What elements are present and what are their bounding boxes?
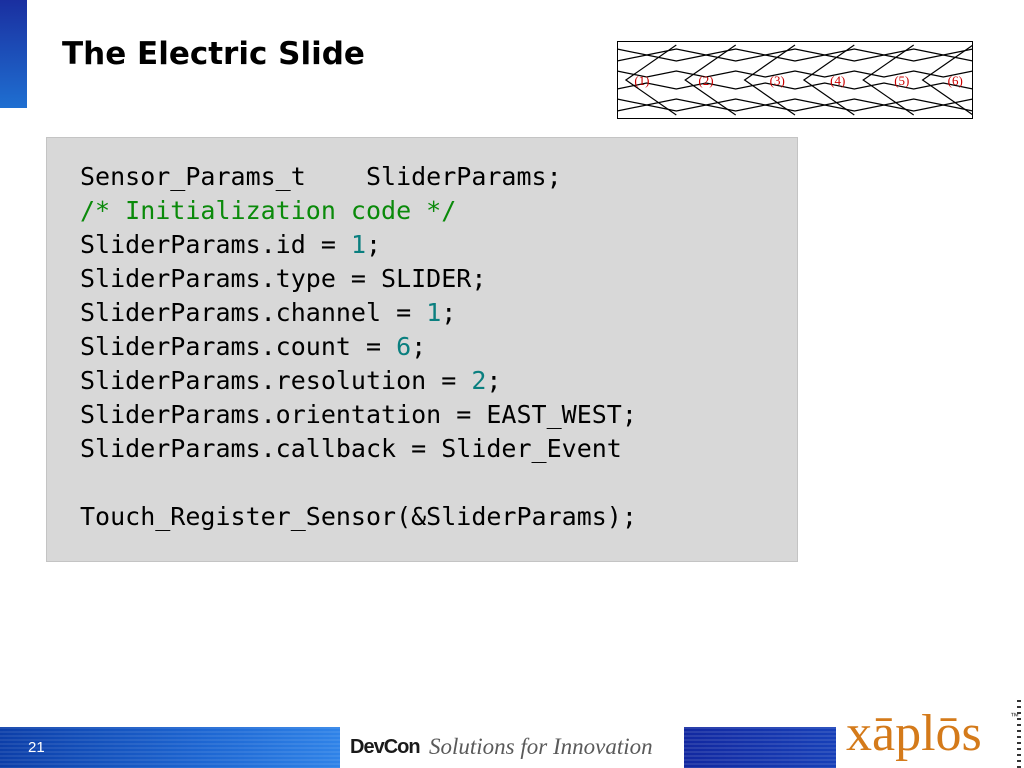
code-token: SliderParams.orientation = EAST_WEST; [80, 400, 637, 429]
electrode-chevron [802, 44, 855, 116]
electrode-zigzag [617, 98, 973, 106]
footer-blue-band-right [684, 727, 836, 768]
devcon-logo-text: DevCon [350, 736, 421, 758]
electrode-chevron [624, 44, 677, 116]
slider-electrode-diagram: (1) (2) (3) (4) (5) (6) [617, 41, 973, 119]
segment-label: (1) [634, 73, 649, 88]
electrode-zigzag [617, 82, 973, 90]
code-lines: Sensor_Params_t SliderParams; /* Initiali… [80, 160, 637, 534]
code-line: /* Initialization code */ [80, 194, 637, 228]
code-token: 6 [396, 332, 412, 361]
code-line: Touch_Register_Sensor(&SliderParams); [80, 500, 637, 534]
code-token: SliderParams.callback = Slider_Event [80, 434, 622, 463]
devcon-logo: DevCon [350, 736, 421, 759]
page-number: 21 [28, 739, 45, 756]
electrode-chevron [684, 44, 737, 116]
code-line: SliderParams.resolution = 2; [80, 364, 637, 398]
electrode-zigzag [617, 48, 973, 56]
segment-label: (6) [948, 73, 963, 88]
code-token: ; [366, 230, 382, 259]
code-token: ; [441, 298, 457, 327]
trademark-symbol: ™ [1010, 711, 1019, 721]
code-token: Touch_Register_Sensor(&SliderParams); [80, 502, 637, 531]
xaplos-logo: xāplōs [846, 705, 982, 762]
code-token: SliderParams.type = SLIDER; [80, 264, 487, 293]
footer-branding: DevCon Solutions for Innovation [342, 727, 684, 768]
code-line: SliderParams.type = SLIDER; [80, 262, 637, 296]
code-token: SliderParams.id = [80, 230, 351, 259]
code-line: Sensor_Params_t SliderParams; [80, 160, 637, 194]
slide-title: The Electric Slide [62, 36, 365, 72]
electrode-chevron [921, 44, 973, 116]
code-token: SliderParams.resolution = [80, 366, 472, 395]
electrode-zigzag [617, 104, 973, 112]
code-block: Sensor_Params_t SliderParams; /* Initiali… [46, 137, 798, 562]
code-token: Sensor_Params_t SliderParams; [80, 162, 562, 191]
electrode-zigzag [617, 70, 973, 78]
electrode-chevron [743, 44, 796, 116]
footer-tagline: Solutions for Innovation [429, 734, 653, 759]
code-token: ; [486, 366, 502, 395]
code-token: 2 [471, 366, 487, 395]
code-line: SliderParams.id = 1; [80, 228, 637, 262]
code-line [80, 466, 637, 500]
code-token: SliderParams.channel = [80, 298, 427, 327]
footer-blue-band: 21 [0, 727, 340, 768]
electrode-chevron [862, 44, 915, 116]
segment-label: (4) [830, 73, 845, 88]
code-token: 1 [350, 230, 366, 259]
code-token: ; [411, 332, 427, 361]
segment-label: (5) [894, 73, 909, 88]
code-token: 1 [426, 298, 442, 327]
code-line: SliderParams.orientation = EAST_WEST; [80, 398, 637, 432]
segment-label: (2) [698, 73, 713, 88]
dotted-divider [1017, 700, 1021, 768]
code-line: SliderParams.callback = Slider_Event [80, 432, 637, 466]
code-line: SliderParams.count = 6; [80, 330, 637, 364]
electrode-zigzag [617, 54, 973, 62]
code-token: SliderParams.count = [80, 332, 397, 361]
code-token: /* Initialization code */ [80, 196, 457, 225]
code-line: SliderParams.channel = 1; [80, 296, 637, 330]
title-accent-bar [0, 0, 27, 108]
segment-label: (3) [770, 73, 785, 88]
footer-bar: 21 DevCon Solutions for Innovation [0, 727, 1024, 768]
